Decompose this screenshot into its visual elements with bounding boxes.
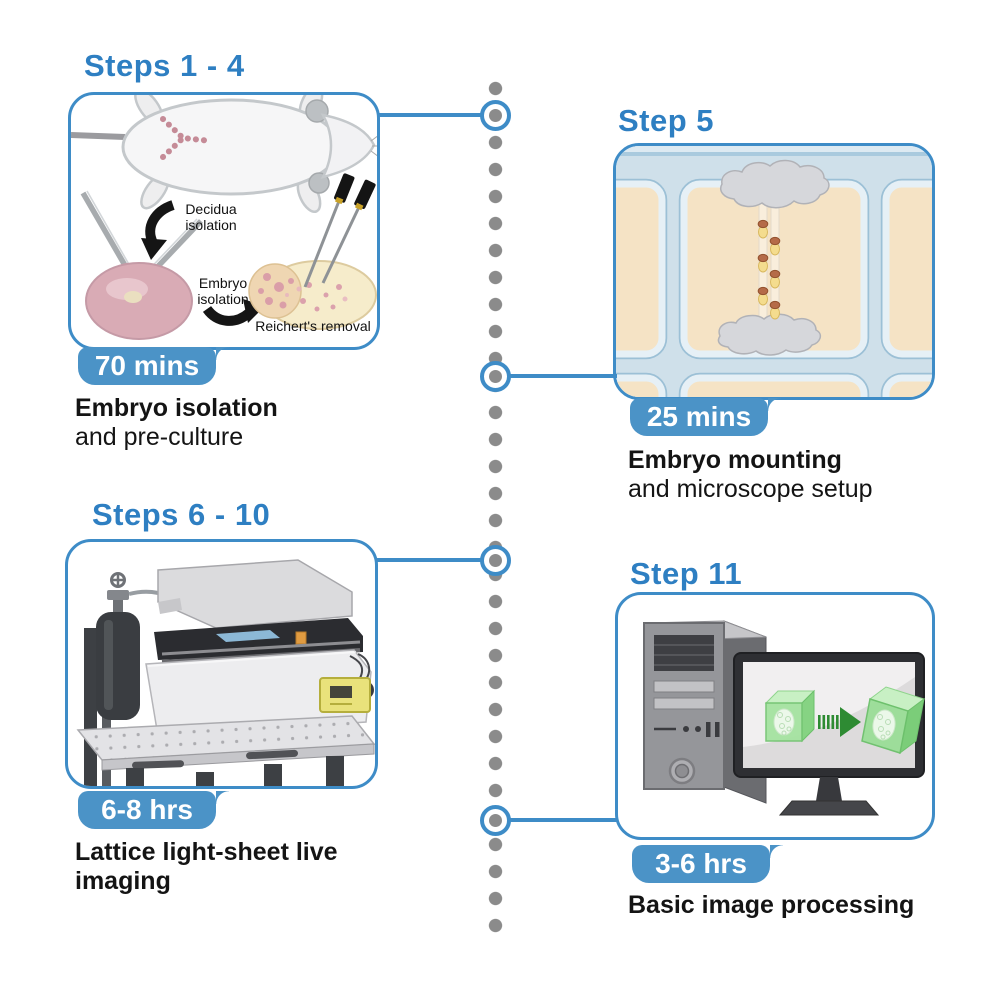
timeline-node-icon xyxy=(480,100,511,131)
duration-badge-step-5: 25 mins xyxy=(630,398,781,436)
connector-line-step-11 xyxy=(495,818,617,822)
duration-badge-step-11: 3-6 hrs xyxy=(632,845,783,883)
timeline-dotted-line xyxy=(488,81,503,934)
lattice-microscope-illustration xyxy=(76,559,375,786)
optical-table-icon xyxy=(76,715,375,786)
caption-bold-line: Embryo mounting xyxy=(628,446,842,474)
caption-steps-1-4: Embryo isolation and pre-culture xyxy=(75,394,278,452)
image-processing-illustration xyxy=(643,620,926,816)
incision-icon xyxy=(160,116,214,160)
control-box-icon xyxy=(319,653,371,713)
deskew-arrow-icon xyxy=(818,707,861,737)
caption-step-11: Basic image processing xyxy=(628,891,914,920)
timeline-node-icon xyxy=(480,361,511,392)
embryo-icon xyxy=(757,219,781,320)
agarose-icon xyxy=(717,159,830,356)
embryo-blob-icon xyxy=(248,260,377,330)
timeline-node-icon xyxy=(480,545,511,576)
deskew-cube-icon xyxy=(764,689,816,743)
caption-steps-6-10: Lattice light-sheet live imaging xyxy=(75,838,380,896)
deskew-sheared-cube-icon xyxy=(861,686,926,755)
connector-line-step-5 xyxy=(495,374,617,378)
panel-step-11 xyxy=(615,592,935,840)
mouse-icon xyxy=(71,95,377,214)
panel-step-5 xyxy=(613,143,935,400)
connector-line-steps-6-10 xyxy=(376,558,495,562)
caption-bold-line: Embryo isolation xyxy=(75,394,278,422)
panel-title-step-11: Step 11 xyxy=(630,556,743,591)
panel-title-steps-6-10: Steps 6 - 10 xyxy=(92,497,271,532)
embryo-isolation-label: Embryo isolation xyxy=(197,275,249,307)
monitor-stand-icon xyxy=(778,777,880,816)
timeline-node-icon xyxy=(480,805,511,836)
duration-badge-steps-6-10: 6-8 hrs xyxy=(78,791,229,829)
embryo-isolation-illustration xyxy=(71,95,377,340)
microscope-icon xyxy=(145,559,374,737)
connector-line-steps-1-4 xyxy=(378,113,495,117)
panel-steps-1-4: Decidua isolation Embryo isolation Reich… xyxy=(68,92,380,350)
needles-icon xyxy=(303,173,376,288)
reicherts-removal-label: Reichert's removal xyxy=(255,318,371,334)
decidua-isolation-label: Decidua isolation xyxy=(185,201,237,233)
caption-regular-line: and microscope setup xyxy=(628,475,873,503)
duration-badge-steps-1-4: 70 mins xyxy=(78,347,229,385)
embryo-mounting-illustration xyxy=(616,146,932,397)
caption-bold-line: Basic image processing xyxy=(628,891,915,919)
panel-steps-6-10 xyxy=(65,539,378,789)
caption-bold-line: Lattice light-sheet live imaging xyxy=(75,838,338,895)
panel-title-step-5: Step 5 xyxy=(618,103,715,138)
caption-step-5: Embryo mounting and microscope setup xyxy=(628,446,873,504)
panel-title-steps-1-4: Steps 1 - 4 xyxy=(84,48,245,83)
curved-arrow-icon xyxy=(141,200,175,260)
decidua-icon xyxy=(85,262,193,340)
caption-regular-line: and pre-culture xyxy=(75,423,244,451)
